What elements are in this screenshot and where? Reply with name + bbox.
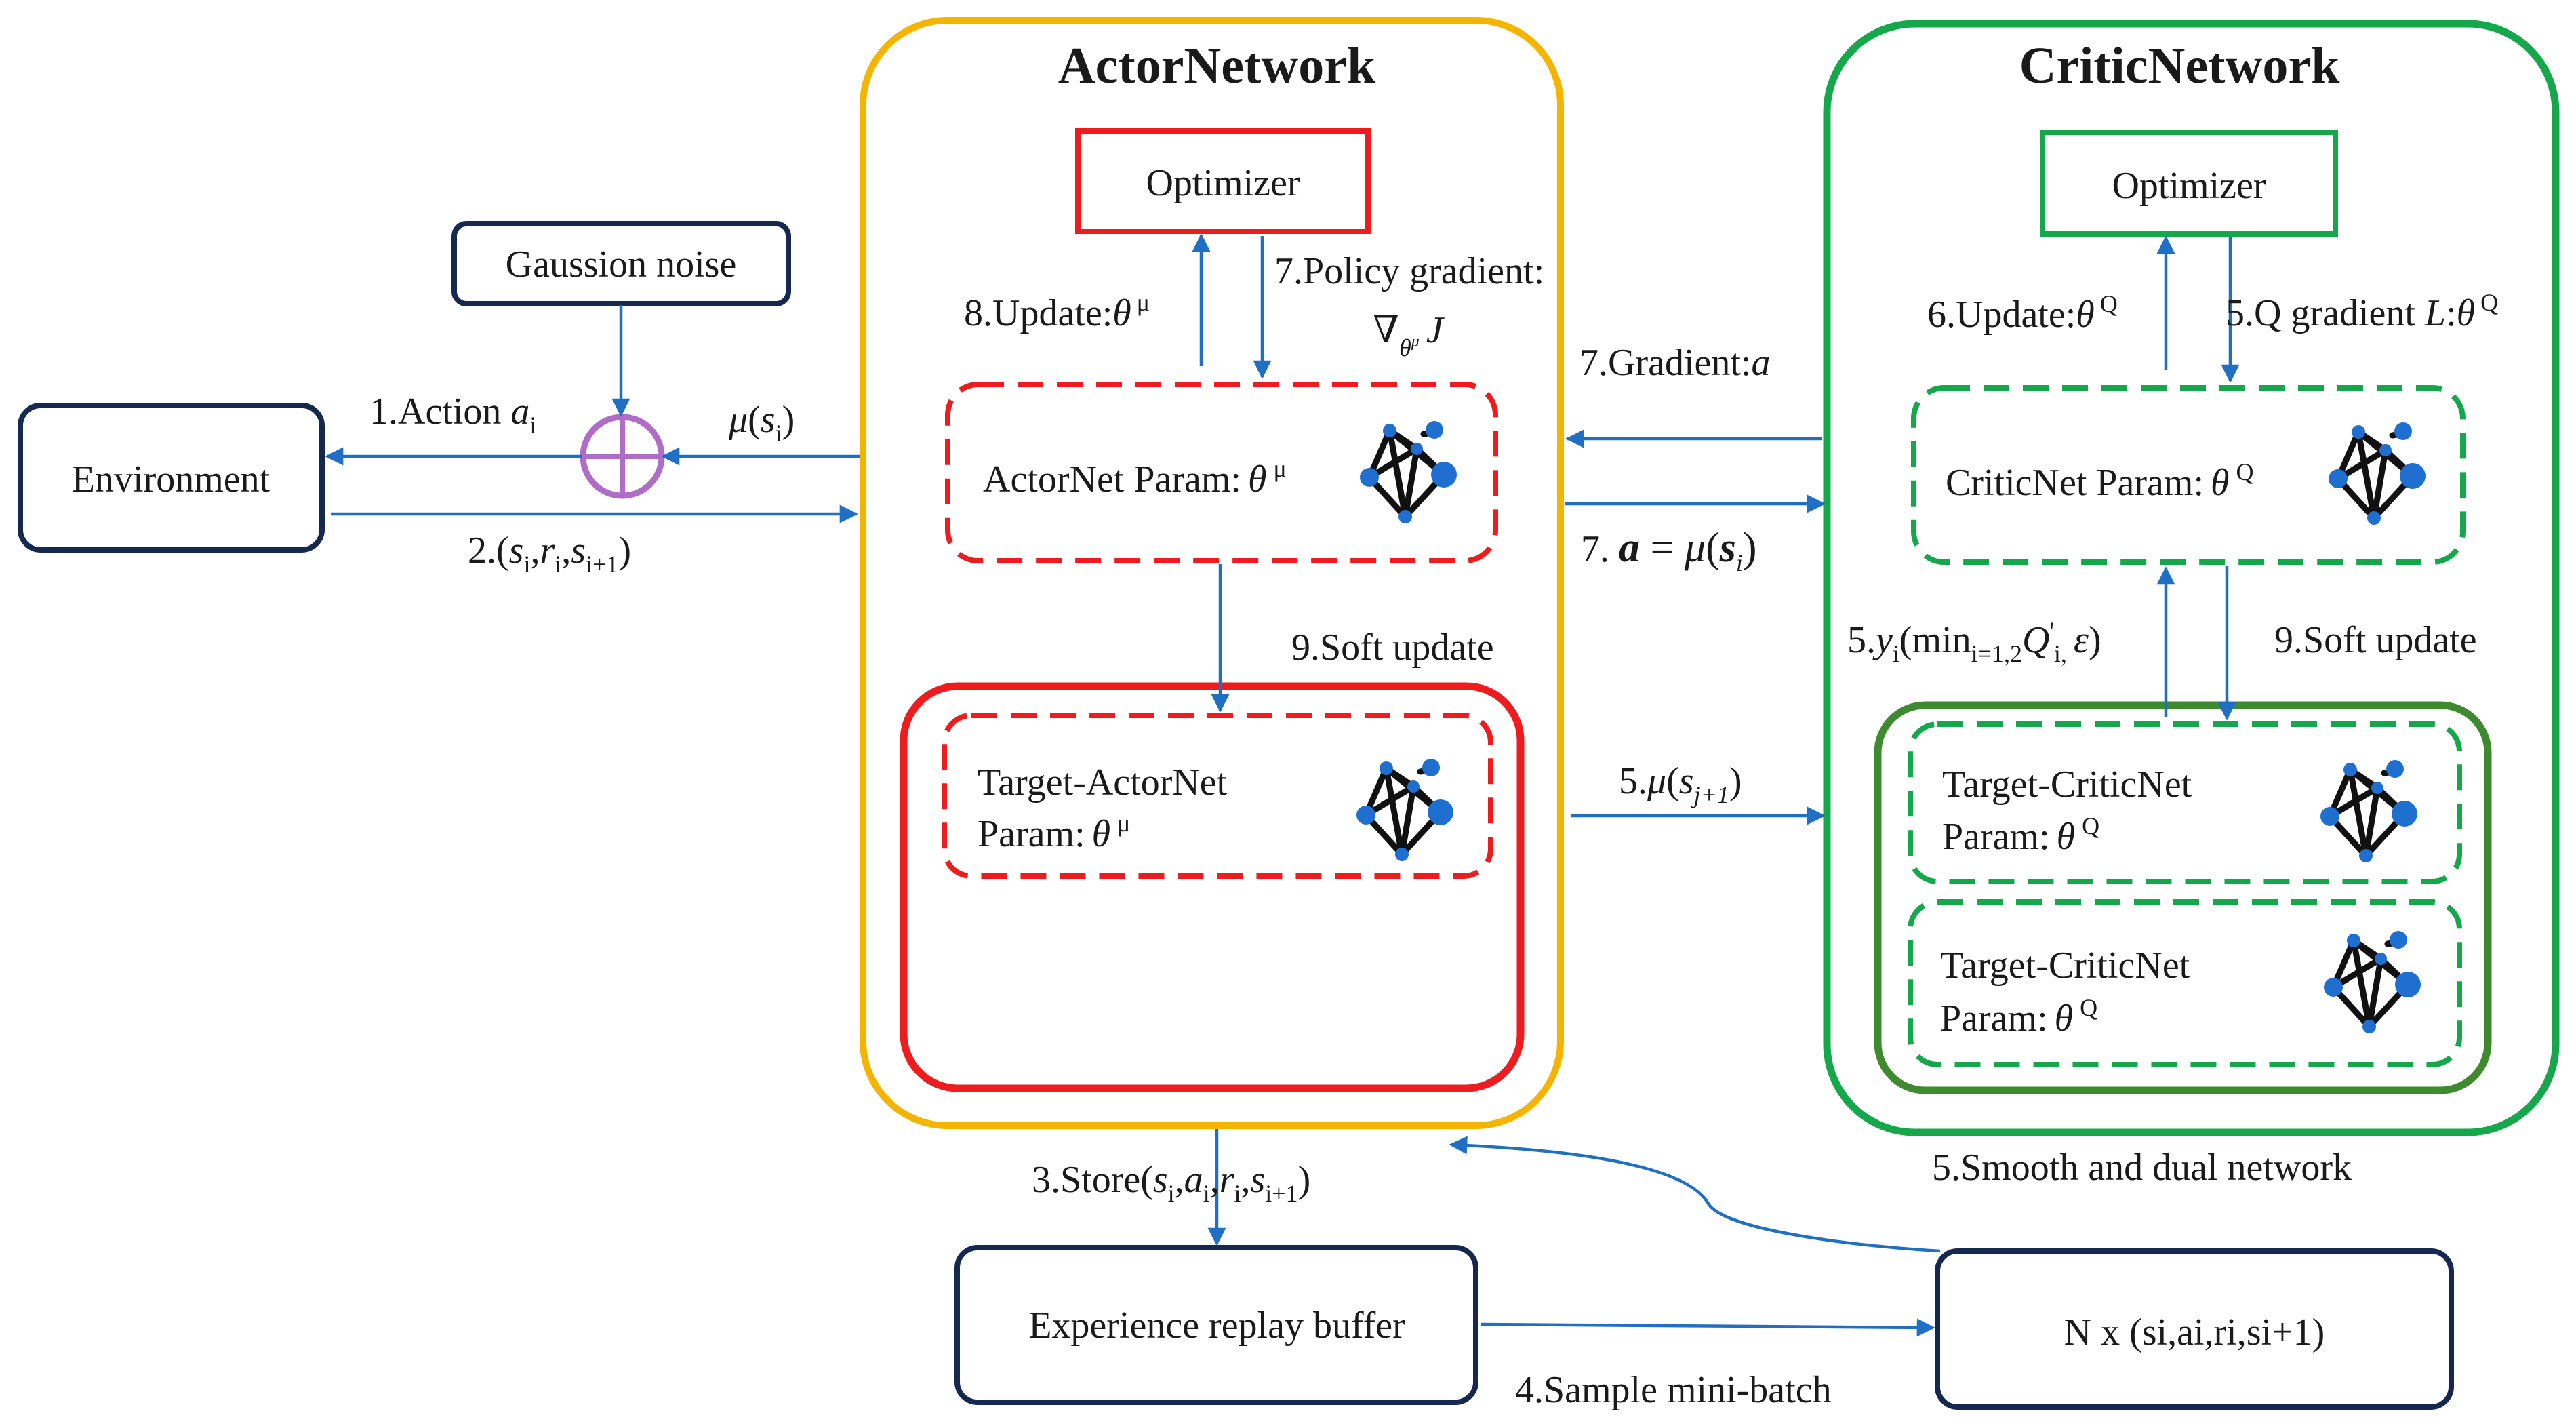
label-gradient-a: 7.Gradient:a (1579, 342, 1770, 384)
label-critic-target: 5.yi(mini=1,2Q'i,ε) (1847, 617, 2101, 667)
environment-box[interactable] (18, 403, 325, 553)
arrows (325, 233, 2240, 1337)
label-smooth-dual: 5.Smooth and dual network (1932, 1147, 2352, 1189)
environment-label: Environment (72, 458, 270, 500)
label-soft-update-critic: 9.Soft update (2274, 619, 2477, 661)
actor-net-network-icon (1360, 421, 1457, 523)
critic-optimizer-label: Optimizer (2112, 165, 2266, 207)
actor-network-title: ActorNetwork (1058, 37, 1376, 94)
label-sample: 4.Sample mini-batch (1515, 1369, 1832, 1411)
target-critic-outer-box (1874, 701, 2492, 1094)
label-mu-next: 5.μ(sj+1) (1619, 760, 1742, 808)
target-critic-2-line1: Target-CriticNet (1940, 945, 2190, 987)
critic-network-container (1823, 20, 2560, 1136)
label-policy-gradient: 7.Policy gradient: (1274, 250, 1544, 292)
target-actor-line1: Target-ActorNet (978, 761, 1228, 804)
target-actor-outer-box (900, 682, 1525, 1092)
critic-optimizer-box[interactable] (2040, 130, 2338, 237)
target-critic-1-line1: Target-CriticNet (1942, 763, 2192, 806)
actor-net-param-box[interactable] (945, 382, 1498, 563)
label-mu-s: μ(si) (728, 399, 794, 447)
actor-optimizer-box[interactable] (1075, 128, 1371, 234)
critic-net-param-box[interactable] (1911, 385, 2466, 565)
minibatch-label: N x (si,ai,ri,si+1) (2064, 1311, 2325, 1353)
gaussian-noise-label: Gaussion noise (506, 243, 737, 285)
gaussian-noise-box[interactable] (451, 221, 791, 306)
target-critic-2-network-icon (2324, 931, 2421, 1033)
label-store: 3.Store(si,ai,ri,si+1) (1032, 1159, 1310, 1207)
circle-plus-icon (580, 414, 665, 499)
actor-network-container (860, 17, 1564, 1129)
target-critic-1-network-icon (2320, 760, 2417, 862)
target-critic-net-box-2[interactable] (1908, 899, 2462, 1067)
minibatch-box[interactable] (1935, 1248, 2454, 1410)
target-critic-net-box-1[interactable] (1908, 721, 2462, 884)
experience-replay-buffer-box[interactable] (954, 1245, 1478, 1405)
critic-network-title: CriticNetwork (2019, 37, 2340, 94)
target-actor-network-icon (1356, 759, 1453, 861)
label-transition: 2.(si,ri,si+1) (468, 530, 631, 578)
experience-replay-buffer-label: Experience replay buffer (1028, 1305, 1405, 1347)
actor-optimizer-label: Optimizer (1146, 162, 1300, 204)
label-action: 1.Action ai (369, 391, 536, 439)
label-soft-update-actor: 9.Soft update (1291, 627, 1494, 669)
label-a-equals: 7. a = μ(si) (1581, 525, 1757, 576)
target-actor-net-box[interactable] (942, 713, 1493, 879)
critic-net-network-icon (2329, 422, 2426, 525)
